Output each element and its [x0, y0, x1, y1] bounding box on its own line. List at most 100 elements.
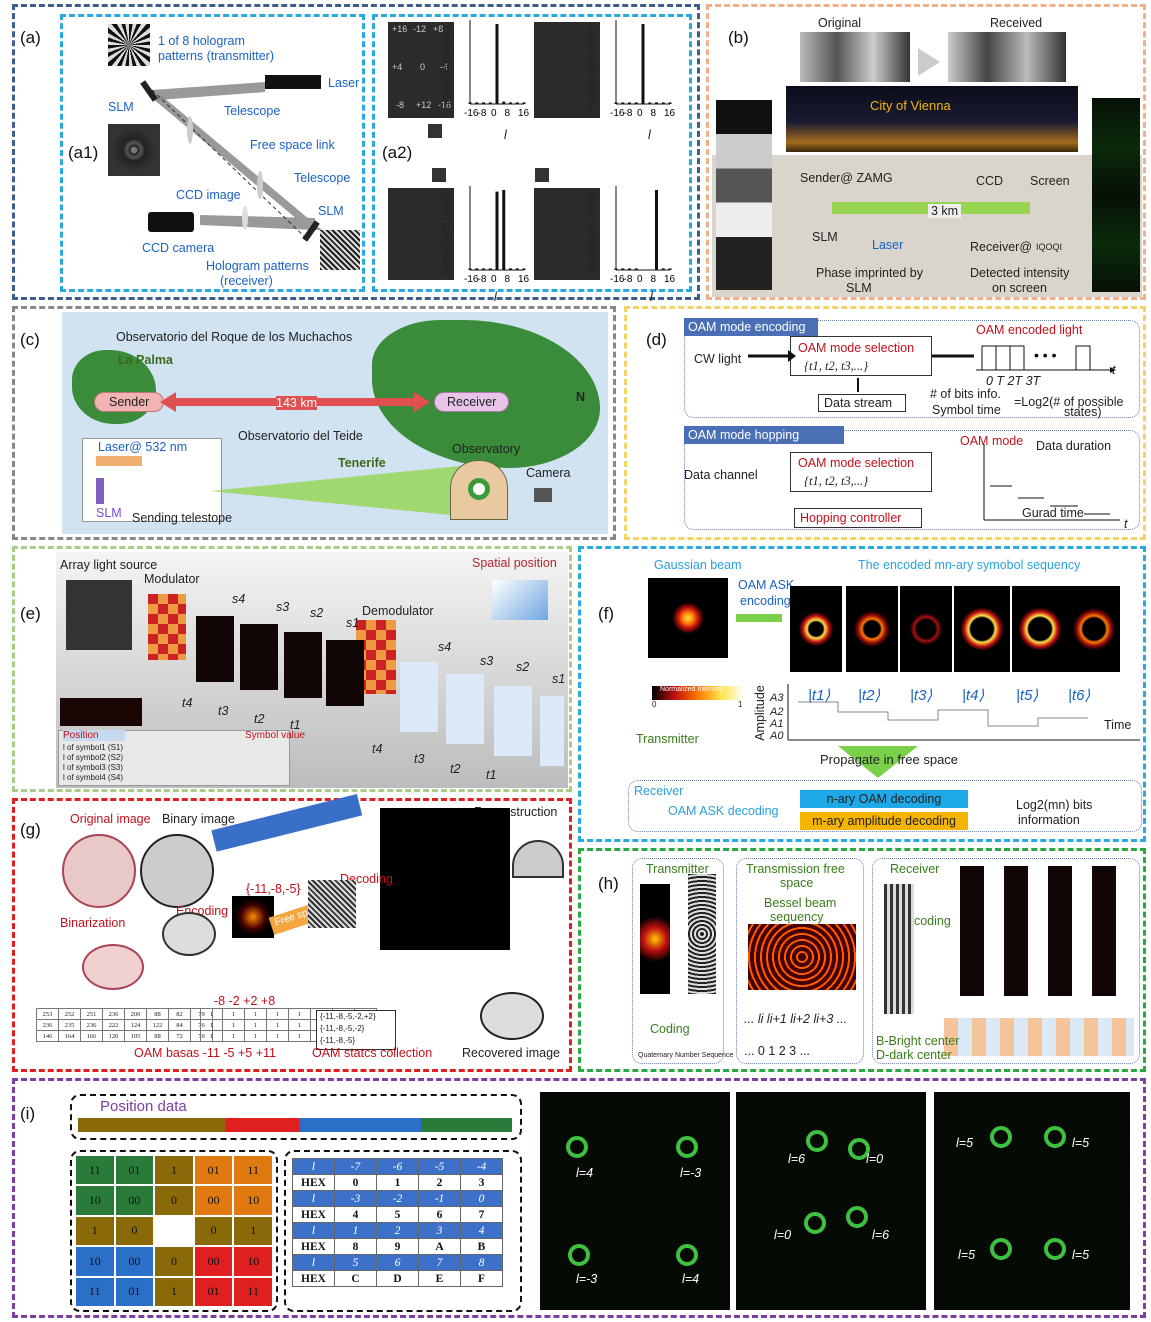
ring-2c [804, 1212, 826, 1234]
t2-label: t2 [254, 712, 265, 726]
label-d: (d) [646, 330, 667, 349]
a2-xlabel-1: l [504, 128, 507, 142]
hex-cell: D [376, 1270, 419, 1287]
a2-ylabel-1: Signal/(arb.unite) [439, 26, 452, 110]
intensity-strip [1092, 98, 1140, 292]
hex-row: l-7-6-5-4 [292, 1158, 503, 1175]
bar [488, 268, 492, 270]
ring-1a [566, 1136, 588, 1158]
table-cell: 222 [102, 1019, 125, 1031]
ket-3: |t3⟩ [910, 687, 933, 704]
symbol-plate-s4 [196, 616, 234, 682]
hex-cell: 9 [376, 1238, 419, 1255]
bessel-label: Bessel beam [764, 896, 837, 910]
rx-hologram [884, 884, 914, 1014]
table-cell: 252 [58, 1008, 81, 1020]
phase-label-1: Phase imprinted by [816, 266, 924, 280]
optical-path-a [140, 80, 322, 242]
grid-cell: 11 [76, 1156, 114, 1185]
table-row-4: l of symbol4 (S4) [63, 773, 124, 782]
position-data-box [70, 1094, 522, 1140]
bar [668, 102, 672, 104]
table-cell: 1 [200, 1030, 223, 1042]
hex-cell: -1 [418, 1190, 461, 1207]
bar [475, 102, 479, 104]
tick-label: -8 [478, 108, 487, 119]
hex-cell: 0 [460, 1190, 503, 1207]
s4-label-rx: s4 [438, 640, 452, 654]
selection-box-2 [790, 452, 932, 492]
level-a0: A0 [770, 730, 784, 742]
hex-cell: HEX [292, 1238, 335, 1255]
bar [661, 268, 665, 270]
binary-image [140, 834, 214, 908]
colorbar-title: Normalized Intensity [660, 686, 724, 693]
bar [614, 102, 618, 104]
label-f: (f) [598, 604, 615, 623]
decoded-plate-s3 [446, 674, 484, 744]
log-label: =Log2(# of possible [1014, 395, 1124, 409]
grid-cell: 01 [115, 1156, 154, 1185]
l-label-2d: l=6 [872, 1228, 890, 1242]
intensity-colorbar [652, 686, 744, 700]
sets-box [316, 1010, 396, 1050]
panel-c [12, 306, 616, 540]
ask-arrow [736, 614, 782, 622]
grid-cell: 0 [155, 1186, 193, 1215]
l-label-1c: l=-3 [576, 1272, 598, 1286]
hex-cell: 0 [334, 1174, 377, 1191]
hex-cell: 4 [460, 1222, 503, 1239]
tick-label: 16 [518, 108, 530, 119]
selection-set-1: {t1, t2, t3,...} [804, 359, 869, 373]
grid-cell [155, 1216, 193, 1246]
oam-beam-1 [790, 586, 842, 672]
ccd-camera [148, 212, 194, 232]
spot-label-7: -8 [396, 100, 405, 110]
t2-label-rx: t2 [450, 762, 461, 776]
grid-cell: 10 [234, 1186, 272, 1215]
bar [502, 101, 506, 104]
table-position-header: Position [63, 730, 125, 741]
a2-thumb-3 [535, 168, 549, 182]
hex-cell: E [418, 1270, 461, 1287]
bar [661, 102, 665, 104]
encoding-image [162, 912, 216, 956]
symbol-table: Position Symbol value l of symbol1 (S1) … [58, 730, 305, 786]
decoded-plate-s4 [400, 662, 438, 732]
grid-cell: 1 [234, 1216, 272, 1246]
qns-label: Quaternary Number Sequence [638, 1052, 734, 1059]
encoding-arrows [748, 350, 974, 392]
panel-g [12, 798, 572, 1072]
hop-controller-box [794, 508, 922, 528]
modulator-label: Modulator [144, 572, 200, 586]
tick-label: 0 [637, 274, 643, 285]
bar [621, 268, 625, 270]
tick-label: 8 [651, 108, 657, 119]
table-cell: 146 [36, 1030, 59, 1042]
gauss-beam [648, 578, 728, 658]
hex-cell: -5 [418, 1158, 461, 1175]
set-label-g: {-11,-8,-5} [246, 882, 301, 896]
binary-image-label: Binary image [162, 812, 235, 826]
m-dec-box: m-ary amplitude decoding [800, 812, 968, 830]
screen-label-b: Screen [1030, 174, 1070, 188]
spot-label-8: +12 [416, 100, 432, 110]
patterns-tx-label: patterns (transmitter) [158, 49, 275, 63]
panel-b [706, 4, 1146, 300]
rx-region-h [872, 858, 1140, 1064]
bar [515, 102, 519, 104]
t4-label-rx: t4 [372, 742, 383, 756]
table-cell: 1 [244, 1030, 267, 1042]
binarized-image [82, 944, 144, 990]
tick-label: -8 [624, 108, 633, 119]
label-i: (i) [20, 1104, 36, 1123]
receiver-label-b: Receiver@ [970, 240, 1033, 254]
l-label-1d: l=4 [682, 1272, 700, 1286]
grid-cell: 11 [234, 1277, 272, 1306]
label-c: (c) [20, 330, 40, 349]
obs1-label: Observatorio del Roque de los Muchachos [116, 330, 353, 344]
grid-cell: 01 [194, 1156, 233, 1185]
iqoqi-label: IQOQI [1036, 242, 1063, 252]
